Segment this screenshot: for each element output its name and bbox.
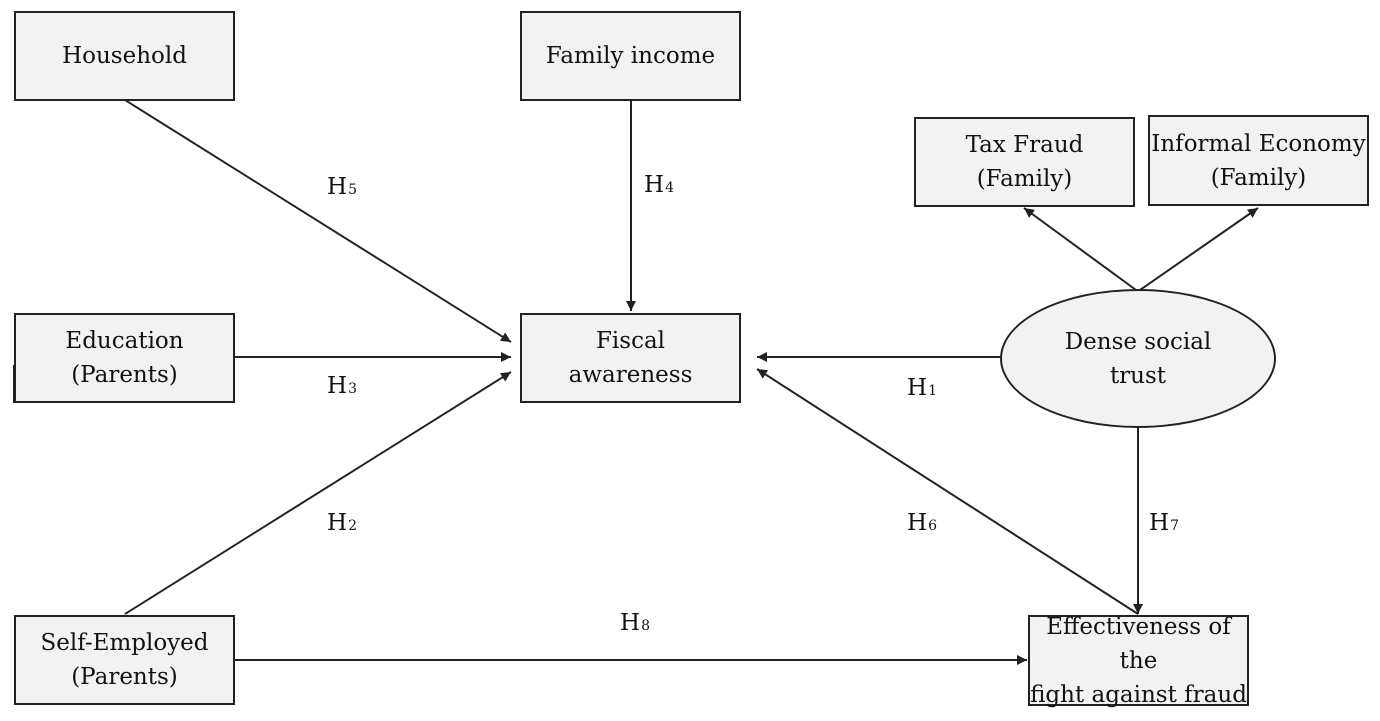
- label-h2-letter: H: [327, 510, 348, 536]
- label-h6-letter: H: [907, 510, 928, 536]
- node-fiscal-awareness: Fiscal awareness: [520, 313, 741, 403]
- label-h3-letter: H: [327, 373, 348, 399]
- label-h2-num: 2: [348, 518, 357, 534]
- label-h8-letter: H: [620, 610, 641, 636]
- node-tax-fraud: Tax Fraud (Family): [914, 117, 1135, 207]
- edge-trust-to-informal: [1139, 207, 1259, 291]
- label-h7: H7: [1149, 510, 1179, 539]
- label-h5: H5: [327, 174, 357, 203]
- node-education: Education (Parents): [14, 313, 235, 403]
- node-family-income: Family income: [520, 11, 741, 101]
- node-effectiveness-label: Effectiveness of the fight against fraud: [1030, 613, 1247, 708]
- label-h8-num: 8: [641, 618, 650, 634]
- label-h6-num: 6: [928, 518, 937, 534]
- node-informal-economy-label: Informal Economy (Family): [1151, 130, 1366, 191]
- node-dense-social-trust: Dense social trust: [1000, 289, 1276, 428]
- label-h6: H6: [907, 510, 937, 539]
- label-h1: H1: [907, 375, 937, 404]
- edge-effectiveness-to-fiscal: [756, 368, 1139, 615]
- node-self-employed-label: Self-Employed (Parents): [40, 630, 209, 690]
- node-household-label: Household: [62, 43, 187, 69]
- label-h4-num: 4: [665, 180, 674, 196]
- label-h2: H2: [327, 510, 357, 539]
- node-tax-fraud-label: Tax Fraud (Family): [965, 132, 1084, 192]
- label-h1-num: 1: [928, 383, 937, 399]
- node-household: Household: [14, 11, 235, 101]
- label-h4-letter: H: [644, 172, 665, 198]
- edge-trust-to-taxfraud: [1023, 207, 1137, 291]
- node-education-label: Education (Parents): [65, 328, 184, 388]
- label-h5-letter: H: [327, 174, 348, 200]
- label-h5-num: 5: [348, 182, 357, 198]
- edge-selfemployed-to-fiscal: [124, 371, 512, 615]
- node-family-income-label: Family income: [545, 43, 716, 69]
- edge-household-to-fiscal: [124, 99, 512, 343]
- label-h3: H3: [327, 373, 357, 402]
- label-h7-letter: H: [1149, 510, 1170, 536]
- node-self-employed: Self-Employed (Parents): [14, 615, 235, 705]
- node-effectiveness: Effectiveness of the fight against fraud: [1028, 614, 1249, 708]
- label-h8: H8: [620, 610, 650, 639]
- node-informal-economy: Informal Economy (Family): [1148, 115, 1369, 206]
- label-h3-num: 3: [348, 381, 357, 397]
- node-fiscal-awareness-label: Fiscal awareness: [568, 328, 693, 388]
- node-dense-social-trust-label: Dense social trust: [1064, 328, 1212, 389]
- label-h1-letter: H: [907, 375, 928, 401]
- label-h4: H4: [644, 172, 674, 201]
- label-h7-num: 7: [1170, 518, 1179, 534]
